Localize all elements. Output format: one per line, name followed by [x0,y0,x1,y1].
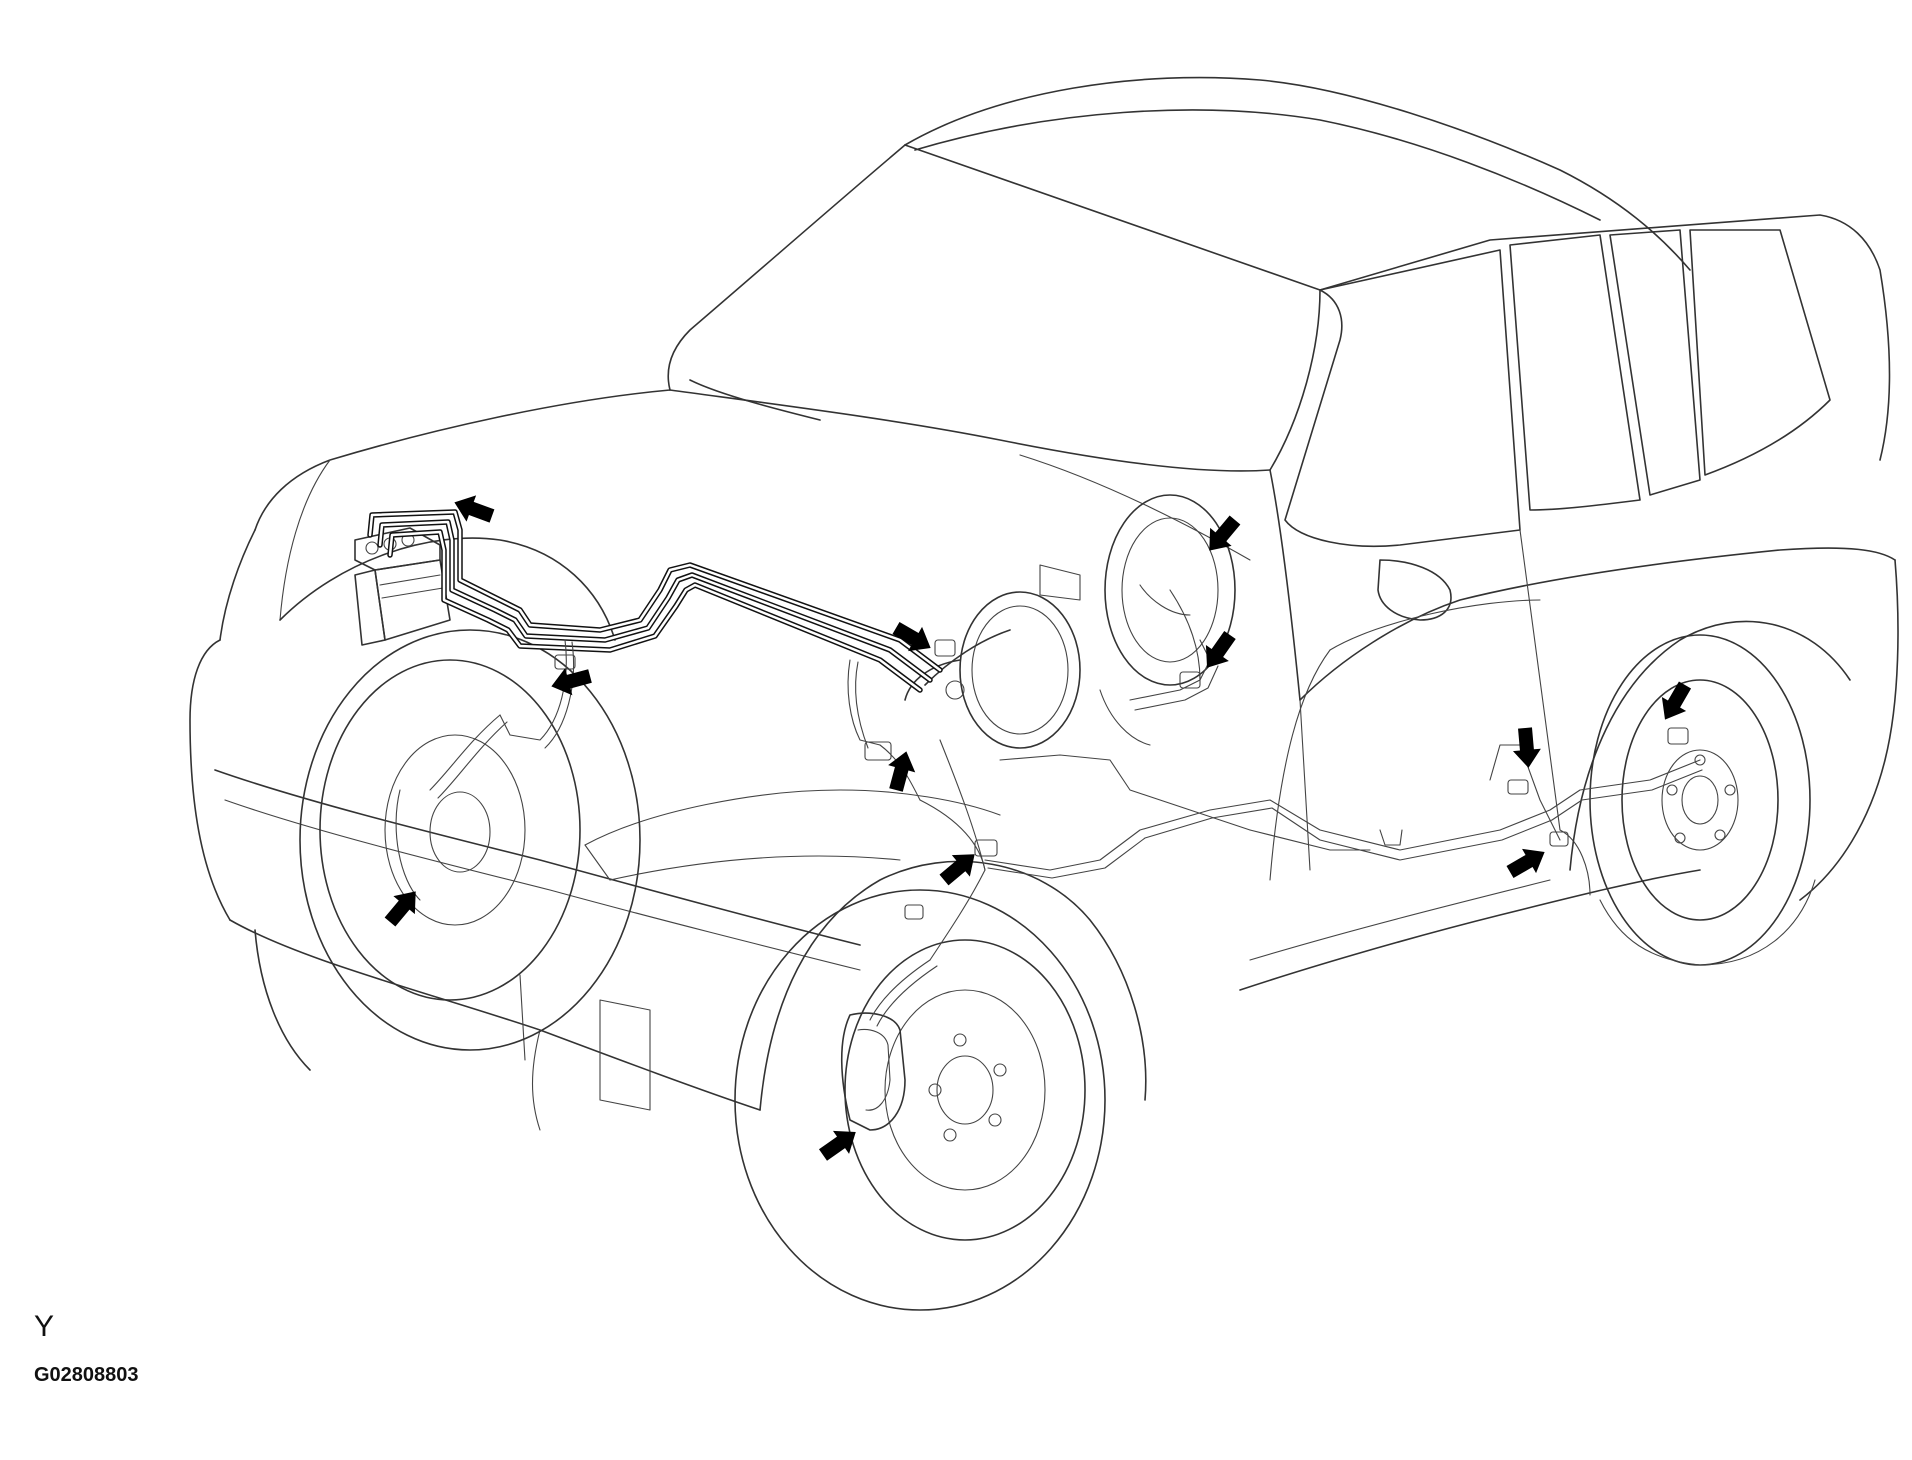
arrow-abs-actuator [454,495,495,523]
arrow-master-cylinder [892,621,931,652]
arrow-group [384,495,1692,1161]
arrow-front-left-caliper [384,891,416,927]
arrow-rear-lower-clamp [1506,848,1545,879]
brake-booster [904,494,1236,749]
arrow-booster-connector [1205,630,1236,668]
view-letter-label: Y [34,1310,55,1343]
arrow-pipe-clamp-center [939,854,975,886]
arrow-front-right-caliper [818,1130,856,1161]
abs-actuator [354,527,451,646]
arrow-rear-center-clamp [1512,727,1541,768]
arrow-rear-right-brake [1661,681,1692,720]
brake-lines [367,509,1703,1027]
arrow-booster-top [1209,515,1241,551]
figure-code-label: G02808803 [34,1364,139,1386]
vehicle-body [189,76,1899,1311]
arrow-bracket-front-left [551,668,592,696]
arrow-union-bracket [888,751,916,792]
